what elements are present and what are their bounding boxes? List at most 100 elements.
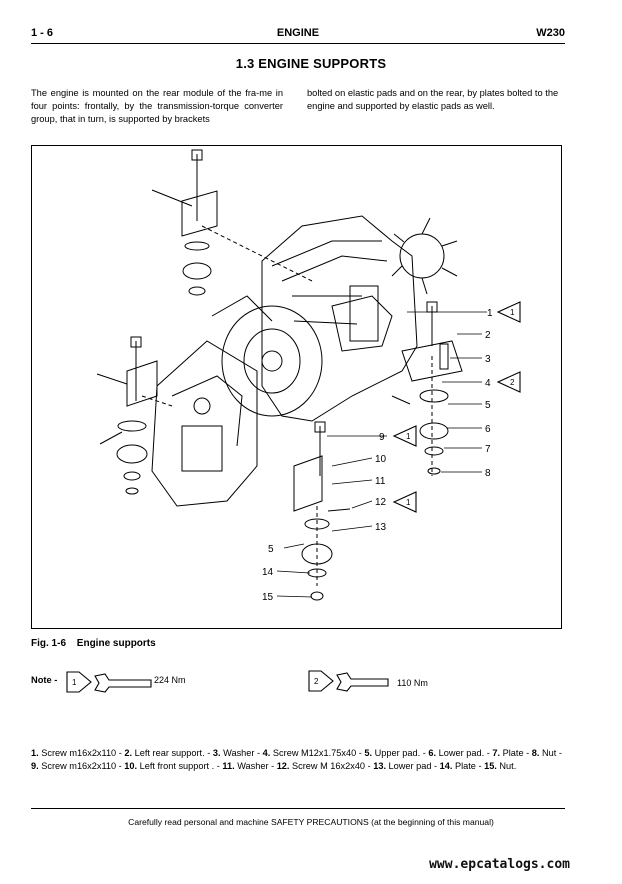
section-name: ENGINE	[276, 27, 320, 39]
legend-item: 7. Plate	[492, 748, 523, 758]
legend-item: 14. Plate	[440, 761, 476, 771]
flag-label-2: 2	[510, 378, 515, 387]
legend-text: Screw M12x1.75x40	[272, 748, 357, 758]
engine-block	[261, 215, 418, 422]
callout-14: 14	[262, 567, 274, 578]
flywheel-housing	[221, 305, 323, 417]
page-number: 1 - 6	[31, 27, 54, 39]
wrench-icon	[94, 673, 152, 693]
legend-text: Upper pad.	[374, 748, 421, 758]
legend-text: Washer	[223, 748, 255, 758]
legend-text: Left front support .	[139, 761, 215, 771]
legend-number: 9.	[31, 761, 42, 771]
callout-2: 2	[485, 330, 491, 341]
legend-number: 12.	[276, 761, 293, 771]
legend-text: Screw m16x2x110	[41, 761, 117, 771]
legend-number: 3.	[212, 748, 224, 758]
legend-number: 7.	[492, 748, 503, 758]
wrench-icon	[336, 672, 389, 692]
note-torque-1: 224 Nm	[154, 675, 186, 685]
legend-item: 11. Washer	[222, 761, 268, 771]
torque-flag-2	[496, 371, 521, 393]
note-ref-2: 2	[314, 677, 319, 686]
engine-exploded-drawing: 1 2 3 4 5 6 7 8 9 10 11 12 13 5 14 15 1 …	[96, 149, 521, 603]
callout-4: 4	[485, 378, 491, 389]
callout-10: 10	[375, 454, 387, 465]
callout-5b: 5	[268, 544, 274, 555]
torque-notes: Note - 1 224 Nm 2 110 Nm	[31, 668, 571, 698]
legend-item: 12. Screw M 16x2x40	[277, 761, 365, 771]
callout-9: 9	[379, 432, 385, 443]
legend-number: 5.	[364, 748, 375, 758]
callout-3: 3	[485, 354, 491, 365]
legend-item: 3. Washer	[213, 748, 255, 758]
legend-text: Left rear support.	[134, 748, 205, 758]
callout-1: 1	[487, 308, 493, 319]
torque-ref-icon-2	[308, 670, 334, 692]
legend-item: 8. Nut	[532, 748, 557, 758]
watermark: www.epcatalogs.com	[429, 857, 570, 872]
model-name: W230	[536, 27, 565, 39]
legend-number: 13.	[373, 761, 389, 771]
note-torque-2: 110 Nm	[397, 678, 428, 688]
header-rule	[31, 43, 565, 44]
torque-flag-1b	[392, 425, 417, 447]
legend-item: 1. Screw m16x2x110	[31, 748, 116, 758]
legend-item: 4. Screw M12x1.75x40	[263, 748, 357, 758]
legend-number: 1.	[31, 748, 42, 758]
callout-6: 6	[485, 424, 491, 435]
page-header: 1 - 6 ENGINE W230	[31, 27, 565, 43]
legend-item: 6. Lower pad.	[428, 748, 484, 758]
torque-ref-icon-1	[66, 671, 92, 693]
legend-text: Plate	[454, 761, 476, 771]
footer-rule	[31, 808, 565, 809]
callout-13: 13	[375, 522, 387, 533]
legend-text: Screw M 16x2x40	[292, 761, 366, 771]
note-ref-1: 1	[72, 678, 77, 687]
legend-text: Nut	[542, 748, 557, 758]
legend-number: 15.	[484, 761, 500, 771]
legend-item: 15. Nut.	[484, 761, 516, 771]
legend-item: 13. Lower pad	[373, 761, 431, 771]
callout-15: 15	[262, 592, 274, 603]
callout-11: 11	[375, 476, 386, 487]
legend-text: Plate	[502, 748, 524, 758]
torque-flag-1a	[496, 301, 521, 323]
legend-number: 6.	[428, 748, 439, 758]
legend-number: 2.	[124, 748, 135, 758]
figure-title: Engine supports	[76, 638, 156, 649]
intro-left-column: The engine is mounted on the rear module…	[31, 88, 283, 124]
engine-supports-figure: 1 2 3 4 5 6 7 8 9 10 11 12 13 5 14 15 1 …	[31, 145, 562, 629]
callout-12: 12	[375, 497, 387, 508]
callout-8: 8	[485, 468, 491, 479]
figure-caption: Fig. 1-6 Engine supports	[31, 638, 156, 649]
legend-text: Lower pad.	[438, 748, 485, 758]
legend-text: Washer	[237, 761, 269, 771]
legend-number: 14.	[439, 761, 455, 771]
flag-label-1b: 1	[406, 432, 411, 441]
fan	[399, 233, 445, 279]
callout-7: 7	[485, 444, 491, 455]
footer-text: Carefully read personal and machine SAFE…	[128, 817, 494, 827]
legend-item: 2. Left rear support.	[124, 748, 204, 758]
legend-text: Nut.	[499, 761, 517, 771]
figure-number: Fig. 1-6	[31, 638, 67, 649]
legend-text: Screw m16x2x110	[41, 748, 117, 758]
legend-item: 5. Upper pad.	[364, 748, 420, 758]
legend-item: 10. Left front support .	[124, 761, 214, 771]
section-title: 1.3 ENGINE SUPPORTS	[235, 56, 387, 71]
parts-legend: 1. Screw m16x2x110 - 2. Left rear suppor…	[31, 748, 562, 771]
note-label: Note -	[31, 675, 57, 685]
flag-label-1c: 1	[406, 498, 411, 507]
legend-number: 4.	[262, 748, 273, 758]
legend-number: 8.	[531, 748, 543, 758]
torque-flag-1c	[392, 491, 417, 513]
legend-number: 11.	[222, 761, 238, 771]
intro-right-column: bolted on elastic pads and on the rear, …	[307, 88, 559, 111]
flag-label-1a: 1	[510, 308, 515, 317]
legend-text: Lower pad	[388, 761, 432, 771]
legend-number: 10.	[124, 761, 140, 771]
legend-item: 9. Screw m16x2x110	[31, 761, 116, 771]
transmission	[151, 340, 258, 507]
callout-5: 5	[485, 400, 491, 411]
